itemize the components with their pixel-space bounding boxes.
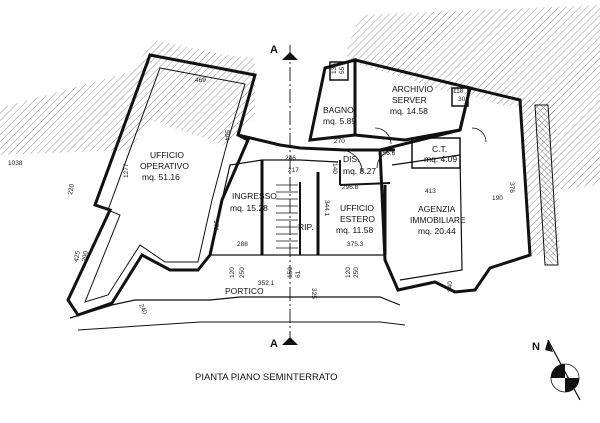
room-agenzia-name1: AGENZIA [418, 204, 456, 214]
room-archivio-area: mq. 14.58 [390, 106, 428, 116]
dim-376: 376 [508, 182, 515, 193]
room-ufficio-estero-name1: UFFICIO [340, 203, 374, 213]
room-agenzia-name2: IMMOBILIARE [410, 215, 466, 225]
dim-469: 469 [195, 77, 206, 84]
dim-55: 55 [339, 66, 346, 74]
dim-246: 246 [285, 155, 296, 162]
dim-190: 190 [492, 195, 503, 202]
dim-135: 135 [331, 63, 338, 74]
dim-120b: 120 [345, 267, 352, 278]
dim-1038: 1038 [8, 160, 23, 167]
dim-30: 30 [458, 96, 466, 103]
room-ufficio-operativo-name2: OPERATIVO [140, 161, 189, 171]
dim-150: 150 [287, 267, 294, 278]
stair-treads [276, 184, 298, 249]
dim-2968: 296.8 [342, 184, 359, 191]
dim-110: 110 [453, 88, 464, 95]
room-archivio-name1: ARCHIVIO [392, 84, 433, 94]
dim-171: 171 [212, 220, 219, 231]
section-line [282, 45, 298, 345]
dim-250: 250 [239, 267, 246, 278]
room-ufficio-estero-name2: ESTERO [340, 214, 375, 224]
room-ingresso-area: mq. 15.28 [230, 203, 268, 213]
dim-240b: 240 [137, 303, 148, 316]
room-ct-name: C.T. [432, 144, 447, 154]
dim-413: 413 [425, 188, 436, 195]
dim-3753: 375.3 [347, 241, 364, 248]
section-marker-top: A [270, 44, 278, 56]
north-arrow-icon [545, 339, 581, 401]
room-ripostiglio-name: RIP. [298, 222, 313, 232]
dim-1277: 1277 [123, 163, 130, 178]
dim-240a: 240 [447, 281, 454, 292]
room-ufficio-estero-area: mq. 11.58 [336, 225, 373, 235]
room-ingresso-name: INGRESSO [232, 191, 277, 201]
room-bagno-name: BAGNO [323, 105, 354, 115]
building-walls [66, 53, 532, 331]
room-archivio-name2: SERVER [392, 95, 427, 105]
dim-217: 217 [288, 167, 299, 174]
ramp [534, 104, 559, 266]
room-agenzia-area: mq. 20.44 [418, 226, 456, 236]
plan-title: PIANTA PIANO SEMINTERRATO [195, 372, 338, 383]
dim-594: 594 [223, 130, 230, 141]
room-dis-name: DIS. [343, 154, 360, 164]
dim-120: 120 [229, 267, 236, 278]
dim-1566: 156.6 [379, 150, 396, 157]
dim-3441: 344.1 [323, 200, 330, 217]
room-ufficio-operativo-name1: UFFICIO [150, 150, 184, 160]
room-bagno-area: mq. 5.89 [323, 116, 356, 126]
room-dis-area: mq. 8.27 [343, 166, 376, 176]
dim-140: 140 [331, 163, 338, 174]
north-label: N [532, 341, 540, 353]
dim-270: 270 [334, 138, 345, 145]
dim-288: 288 [237, 241, 248, 248]
dim-290: 290 [81, 250, 90, 262]
room-ufficio-operativo-area: mq. 51.16 [142, 172, 180, 182]
dim-425: 425 [73, 250, 82, 262]
dim-61: 61 [295, 270, 302, 278]
dim-220: 220 [67, 183, 76, 195]
section-marker-bottom: A [270, 338, 278, 350]
room-ct-area: mq. 4.09 [424, 154, 457, 164]
dim-250b: 250 [353, 267, 360, 278]
dim-325: 325 [310, 288, 317, 299]
room-portico-name: PORTICO [225, 286, 264, 296]
dim-3521: 352.1 [258, 280, 275, 287]
